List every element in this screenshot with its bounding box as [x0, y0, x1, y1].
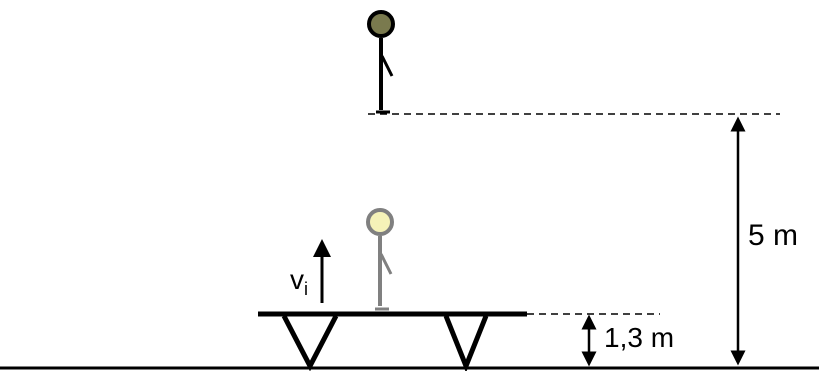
velocity-symbol: v [290, 264, 304, 295]
trampoline-height-label: 1,3 m [604, 322, 675, 353]
velocity-label: vi [290, 264, 308, 300]
trampoline [258, 311, 527, 371]
velocity-subscript: i [304, 279, 308, 299]
total-height-label: 5 m [748, 219, 799, 252]
stick-figure-top [367, 10, 395, 114]
figure-bottom-head [366, 208, 394, 236]
figure-bottom-arm [379, 253, 393, 275]
trampoline-leg-right [443, 315, 489, 371]
figure-top-head [367, 10, 395, 38]
figure-top-arm [380, 55, 394, 77]
trampoline-leg-left [281, 314, 339, 371]
stick-figure-bottom [366, 208, 394, 311]
